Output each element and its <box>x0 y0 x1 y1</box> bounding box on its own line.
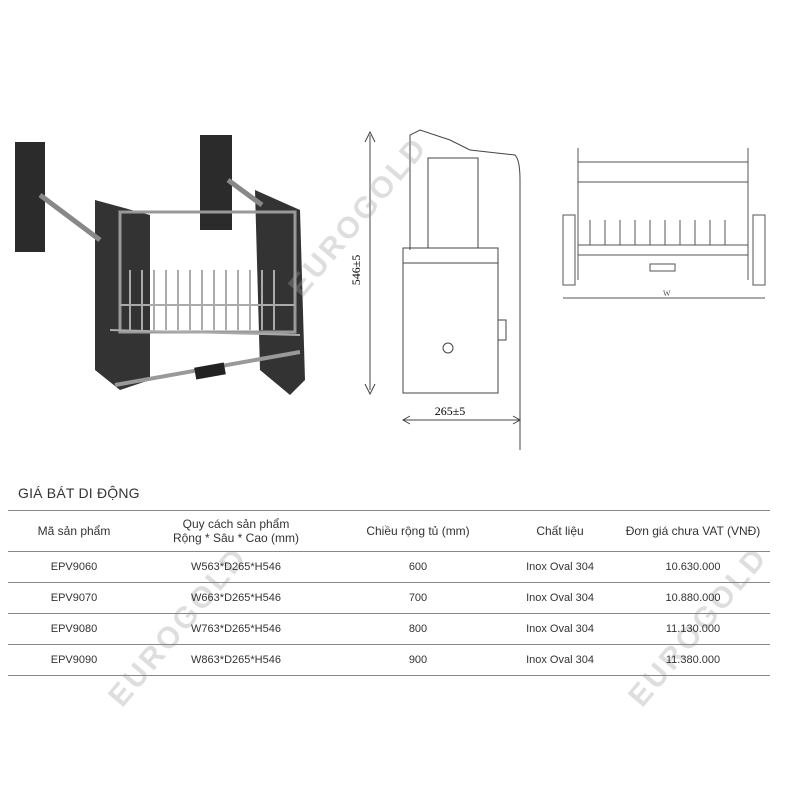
cell-code: EPV9080 <box>50 623 98 635</box>
depth-dimension: 265±5 <box>435 404 466 418</box>
cell-spec: W663*D265*H546 <box>191 592 281 604</box>
cell-price: 10.880.000 <box>665 592 721 604</box>
cell-spec: W863*D265*H546 <box>191 654 281 666</box>
header-cabinet-width: Chiều rộng tủ (mm) <box>366 524 470 538</box>
cell-price: 10.630.000 <box>665 561 721 573</box>
header-material: Chất liệu <box>536 524 584 538</box>
cell-material: Inox Oval 304 <box>526 654 594 666</box>
cell-price: 11.130.000 <box>665 623 721 635</box>
height-dimension: 546±5 <box>349 255 363 286</box>
table-row: EPV9060 W563*D265*H546 600 Inox Oval 304 10.… <box>8 551 770 583</box>
table-row: EPV9070 W663*D265*H546 700 Inox Oval 304 10.… <box>8 582 770 614</box>
cell-spec: W763*D265*H546 <box>191 623 281 635</box>
section-title: GIÁ BÁT DI ĐỘNG <box>18 485 140 501</box>
cell-spec: W563*D265*H546 <box>191 561 281 573</box>
product-photo: 546±5 265±5 W <box>15 129 766 450</box>
table-row: EPV9090 W863*D265*H546 900 Inox Oval 304 11.… <box>8 644 770 676</box>
cell-width: 700 <box>408 592 428 604</box>
table-row: EPV9080 W763*D265*H546 800 Inox Oval 304 11.… <box>8 613 770 645</box>
header-price: Đơn giá chưa VAT (VNĐ) <box>625 524 761 538</box>
cell-width: 800 <box>408 623 428 635</box>
cell-code: EPV9070 <box>50 592 98 604</box>
cell-material: Inox Oval 304 <box>526 592 594 604</box>
header-code: Mã sản phẩm <box>37 524 111 538</box>
cell-material: Inox Oval 304 <box>526 561 594 573</box>
cell-code: EPV9060 <box>50 561 98 573</box>
cell-price: 11.380.000 <box>665 654 721 666</box>
cell-width: 900 <box>408 654 428 666</box>
width-dimension: W <box>663 289 671 298</box>
cell-code: EPV9090 <box>50 654 98 666</box>
cell-width: 600 <box>408 561 428 573</box>
cell-material: Inox Oval 304 <box>526 623 594 635</box>
